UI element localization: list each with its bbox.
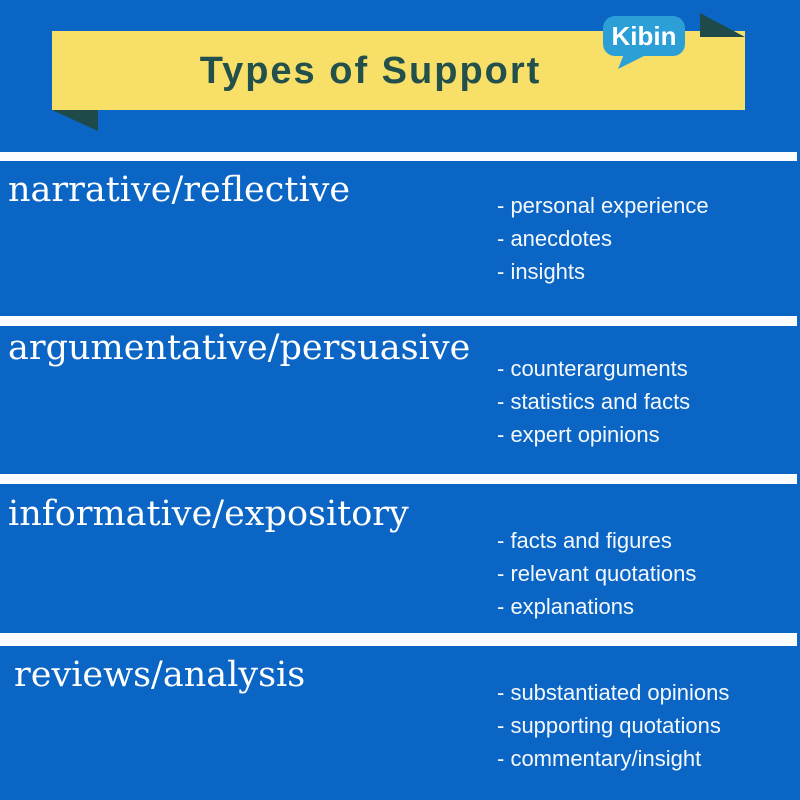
bullet-list: - counterarguments - statistics and fact… <box>497 352 690 451</box>
section-argumentative-persuasive: argumentative/persuasive - counterargume… <box>0 326 800 474</box>
list-item: - counterarguments <box>497 356 688 381</box>
list-item: - anecdotes <box>497 226 612 251</box>
bullet-list: - substantiated opinions - supporting qu… <box>497 676 729 775</box>
list-item: - supporting quotations <box>497 713 721 738</box>
list-item: - commentary/insight <box>497 746 702 771</box>
kibin-logo: Kibin <box>603 16 685 56</box>
bullet-list: - facts and figures - relevant quotation… <box>497 524 696 623</box>
ribbon-fold-right <box>700 13 745 37</box>
list-item: - relevant quotations <box>497 561 697 586</box>
divider <box>0 152 797 161</box>
divider <box>0 633 797 646</box>
divider <box>0 316 797 326</box>
kibin-logo-label: Kibin <box>611 21 677 51</box>
divider <box>0 474 797 484</box>
section-title: informative/expository <box>8 494 409 534</box>
section-narrative-reflective: narrative/reflective - personal experien… <box>0 161 800 316</box>
list-item: - expert opinions <box>497 422 660 447</box>
ribbon-fold-left <box>52 110 98 131</box>
bullet-list: - personal experience - anecdotes - insi… <box>497 189 709 288</box>
section-title: reviews/analysis <box>14 655 306 695</box>
list-item: - insights <box>497 259 586 284</box>
list-item: - explanations <box>497 594 634 619</box>
list-item: - personal experience <box>497 193 709 218</box>
section-title: argumentative/persuasive <box>8 328 471 368</box>
header: Types of Support Kibin <box>0 0 800 152</box>
list-item: - statistics and facts <box>497 389 691 414</box>
section-informative-expository: informative/expository - facts and figur… <box>0 484 800 633</box>
page-title: Types of Support <box>199 49 542 92</box>
section-reviews-analysis: reviews/analysis - substantiated opinion… <box>0 646 800 800</box>
section-title: narrative/reflective <box>8 170 351 210</box>
list-item: - substantiated opinions <box>497 680 730 705</box>
list-item: - facts and figures <box>497 528 672 553</box>
